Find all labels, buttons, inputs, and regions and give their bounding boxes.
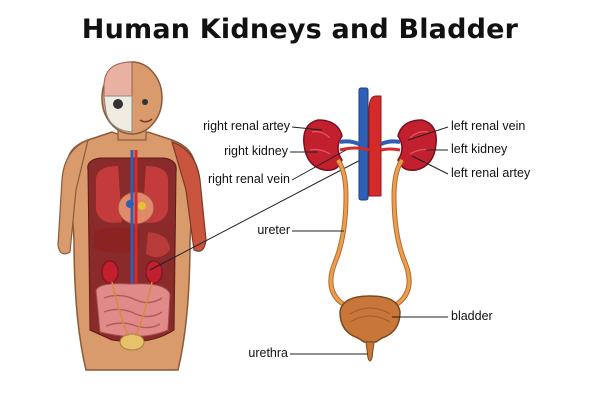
urethra xyxy=(365,341,375,362)
left-renal-vein xyxy=(380,139,401,146)
right-renal-vein xyxy=(339,139,360,146)
diagram-title: Human Kidneys and Bladder xyxy=(81,14,519,45)
label-left-renal-vein: left renal vein xyxy=(451,119,526,133)
leader-lines xyxy=(290,126,449,355)
label-right-kidney: right kidney xyxy=(224,144,288,158)
label-right-renal-vein: right renal vein xyxy=(208,172,290,186)
label-left-kidney: left kidney xyxy=(451,142,508,156)
body-to-diagram-connector xyxy=(149,155,369,271)
urinary-system-diagram xyxy=(303,87,437,362)
label-left-renal-artery: left renal artey xyxy=(451,166,531,180)
left-renal-artery xyxy=(380,147,401,152)
label-right-renal-artery: right renal artey xyxy=(203,119,290,133)
vena-cava xyxy=(358,87,369,201)
right-renal-artery xyxy=(339,146,370,152)
label-urethra: urethra xyxy=(248,346,288,360)
label-ureter: ureter xyxy=(257,223,290,237)
human-body-figure xyxy=(57,61,207,371)
left-kidney xyxy=(397,119,437,172)
bladder xyxy=(339,295,401,343)
label-bladder: bladder xyxy=(451,309,493,323)
aorta xyxy=(368,95,382,197)
